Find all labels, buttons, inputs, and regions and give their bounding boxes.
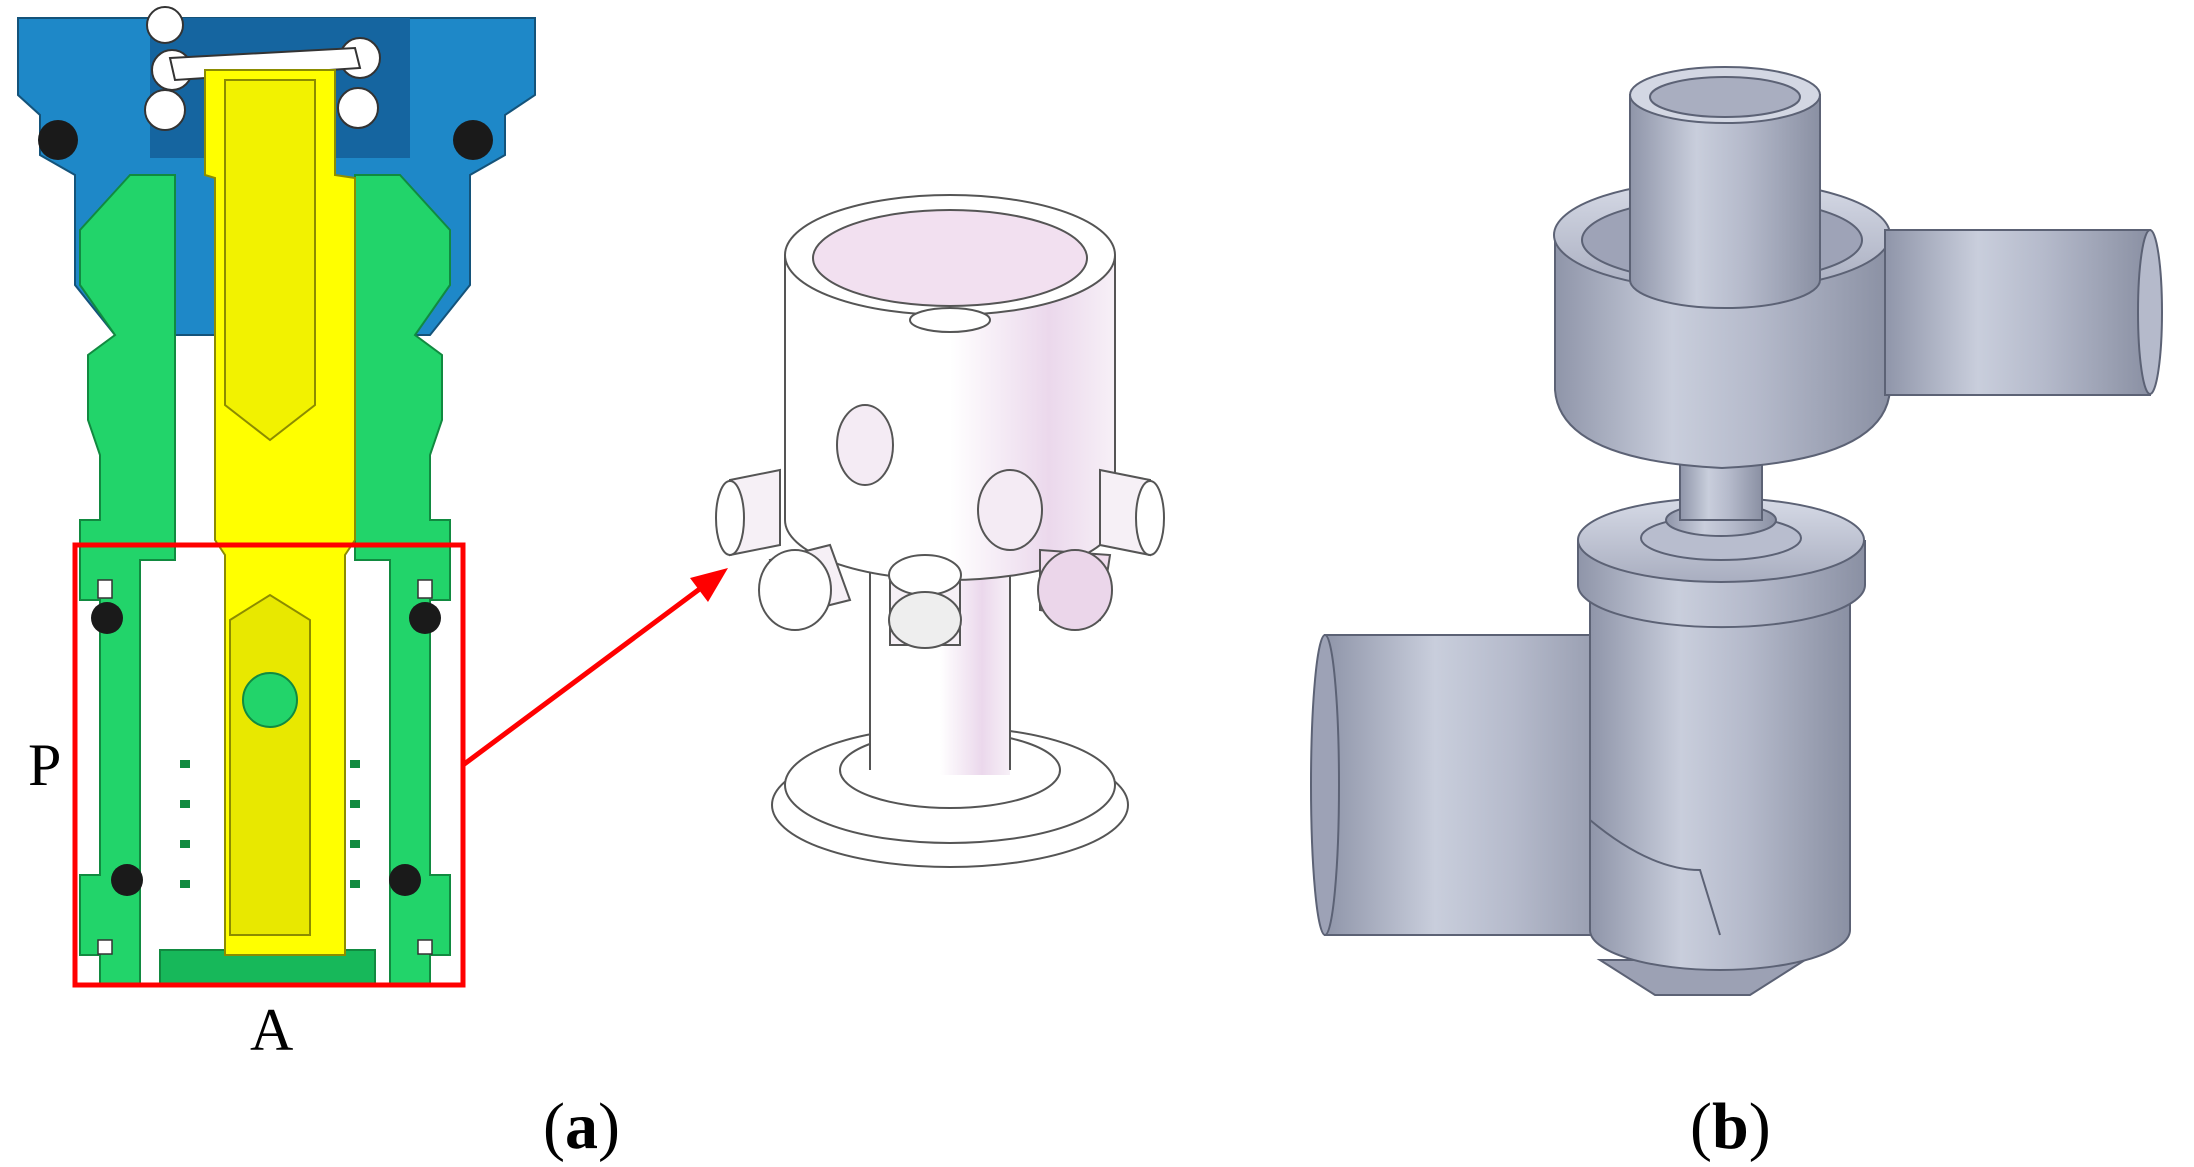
port-p-label: P — [28, 732, 61, 798]
o-ring-mid-right — [409, 602, 441, 634]
caption-b: (b) — [1690, 1090, 1771, 1163]
o-ring-mid-left — [91, 602, 123, 634]
flow-domain-3d-model — [1310, 66, 2163, 996]
o-ring-low-left — [111, 864, 143, 896]
o-ring-top-left — [38, 120, 78, 160]
callout-arrow — [461, 568, 728, 768]
o-ring-low-right — [389, 864, 421, 896]
o-ring-top-right — [453, 120, 493, 160]
valve-cross-section: P A — [17, 6, 536, 1063]
port-a-label: A — [250, 997, 293, 1063]
spool-isometric-drawing — [715, 194, 1165, 868]
caption-a: (a) — [543, 1090, 620, 1163]
yellow-spool — [180, 69, 360, 956]
